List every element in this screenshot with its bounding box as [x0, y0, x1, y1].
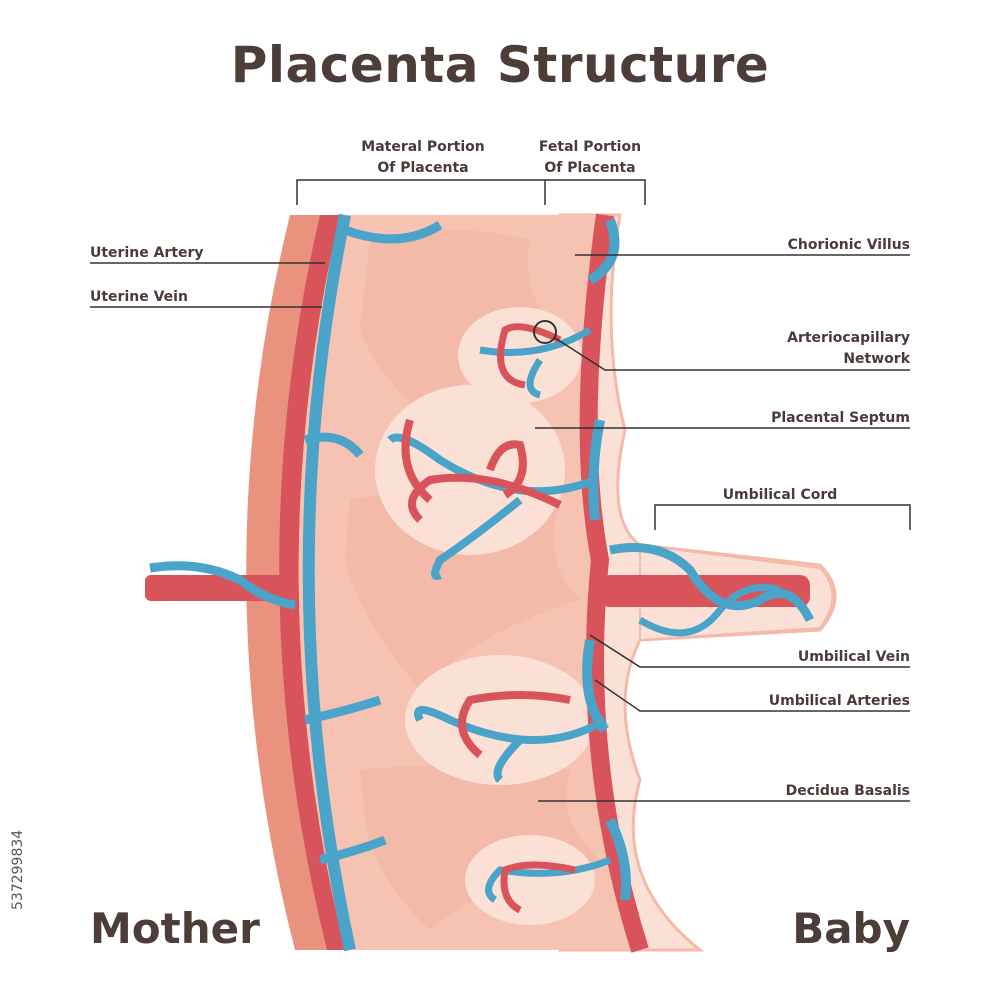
umbilical-bracket — [654, 504, 911, 530]
uterine-artery-label: Uterine Artery — [90, 245, 204, 261]
maternal-bracket — [296, 179, 546, 205]
maternal-portion-label: Materal Portion Of Placenta — [358, 137, 488, 179]
uterine-wall-muscle — [279, 215, 345, 950]
placental-septum — [360, 230, 560, 420]
maternal-label-line1: Materal Portion — [361, 139, 485, 155]
villus-tree-2 — [387, 418, 597, 580]
decidua-basalis-label: Decidua Basalis — [785, 783, 910, 799]
arteriocapillary-leader — [554, 337, 910, 371]
uterine-vein-label: Uterine Vein — [90, 289, 188, 305]
uterine-artery-vessel — [145, 575, 285, 601]
fetal-label-line2: Of Placenta — [544, 160, 636, 176]
arteriocapillary-line2: Network — [843, 351, 910, 367]
watermark-id: 537299834 — [10, 829, 26, 910]
fetal-bracket — [545, 179, 646, 205]
villus-tree-3 — [414, 691, 608, 783]
umbilical-arteries-vessel — [609, 543, 815, 623]
arteriocapillary-marker — [533, 320, 557, 344]
arteriocapillary-network-label: Arteriocapillary Network — [787, 328, 910, 370]
villus-tree-4 — [485, 856, 612, 914]
maternal-label-line2: Of Placenta — [377, 160, 469, 176]
villus-tree-1 — [479, 323, 592, 399]
baby-label: Baby — [792, 904, 910, 953]
umbilical-vein-leader — [589, 634, 910, 668]
uterine-vein-vessel — [302, 213, 356, 952]
umbilical-cord-label: Umbilical Cord — [722, 487, 838, 503]
page-title: Placenta Structure — [230, 36, 770, 94]
arteriocapillary-line1: Arteriocapillary — [787, 330, 910, 346]
chorionic-villus-label: Chorionic Villus — [787, 237, 910, 253]
fetal-portion-label: Fetal Portion Of Placenta — [535, 137, 645, 179]
fetal-label-line1: Fetal Portion — [538, 139, 642, 155]
placental-septum-label: Placental Septum — [771, 410, 910, 426]
umbilical-arteries-label: Umbilical Arteries — [768, 693, 910, 709]
mother-label: Mother — [90, 904, 260, 953]
umbilical-arteries-leader — [594, 679, 910, 712]
umbilical-vein-label: Umbilical Vein — [797, 649, 910, 665]
